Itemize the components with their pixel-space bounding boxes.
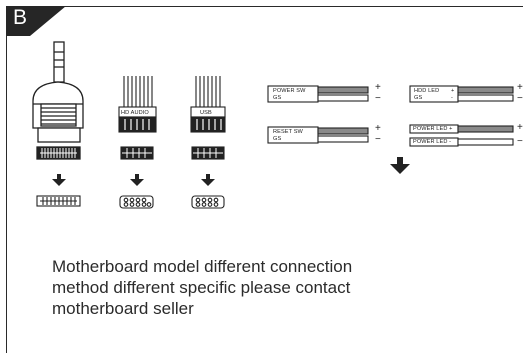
note-line-3: motherboard seller (52, 299, 194, 318)
power-sw-gs: GS (273, 95, 282, 101)
hd-audio-label: HD AUDIO (121, 110, 149, 116)
usb-connector (190, 76, 226, 160)
power-sw-plug (267, 85, 369, 103)
note-line-1: Motherboard model different connection (52, 257, 353, 276)
power-led-plugs (409, 124, 514, 147)
hdd-led-minus: − (517, 93, 523, 104)
hdd-led-gs: GS (414, 95, 423, 101)
down-arrow-icon (130, 174, 144, 186)
hdd-led-label-sign: + (451, 88, 455, 94)
usb-label: USB (200, 110, 212, 116)
hdd-led-label: HDD LED (414, 88, 440, 94)
note-line-2: method different specific please contact (52, 278, 351, 297)
reset-sw-gs: GS (273, 136, 282, 142)
power-led-plus-label: POWER LED + (413, 126, 453, 132)
content-frame (6, 6, 523, 353)
installation-note: Motherboard model different connection m… (52, 256, 412, 319)
hd-audio-connector (118, 76, 157, 160)
reset-sw-plug (267, 126, 369, 144)
power-sw-label: POWER SW (273, 88, 306, 94)
reset-sw-label: RESET SW (273, 129, 303, 135)
power-led-minus-sign: − (517, 136, 523, 147)
down-arrow-icon (390, 157, 410, 174)
reset-sw-minus: − (375, 134, 381, 145)
down-arrow-icon (201, 174, 215, 186)
atx-header-pins (36, 195, 81, 207)
atx-24pin-connector (32, 41, 84, 160)
hdd-led-plug (409, 85, 514, 103)
hd-audio-header-pins (119, 195, 154, 209)
down-arrow-icon (52, 174, 66, 186)
power-led-plus-sign: + (517, 122, 523, 133)
section-letter: B (13, 6, 28, 29)
section-corner-badge (6, 6, 66, 36)
hdd-led-plus: + (517, 82, 523, 93)
hdd-led-gs-sign: - (451, 95, 453, 101)
power-led-minus-label: POWER LED - (413, 139, 452, 145)
usb-header-pins (191, 195, 225, 209)
power-sw-plus: + (375, 82, 381, 93)
power-sw-minus: − (375, 93, 381, 104)
reset-sw-plus: + (375, 123, 381, 134)
